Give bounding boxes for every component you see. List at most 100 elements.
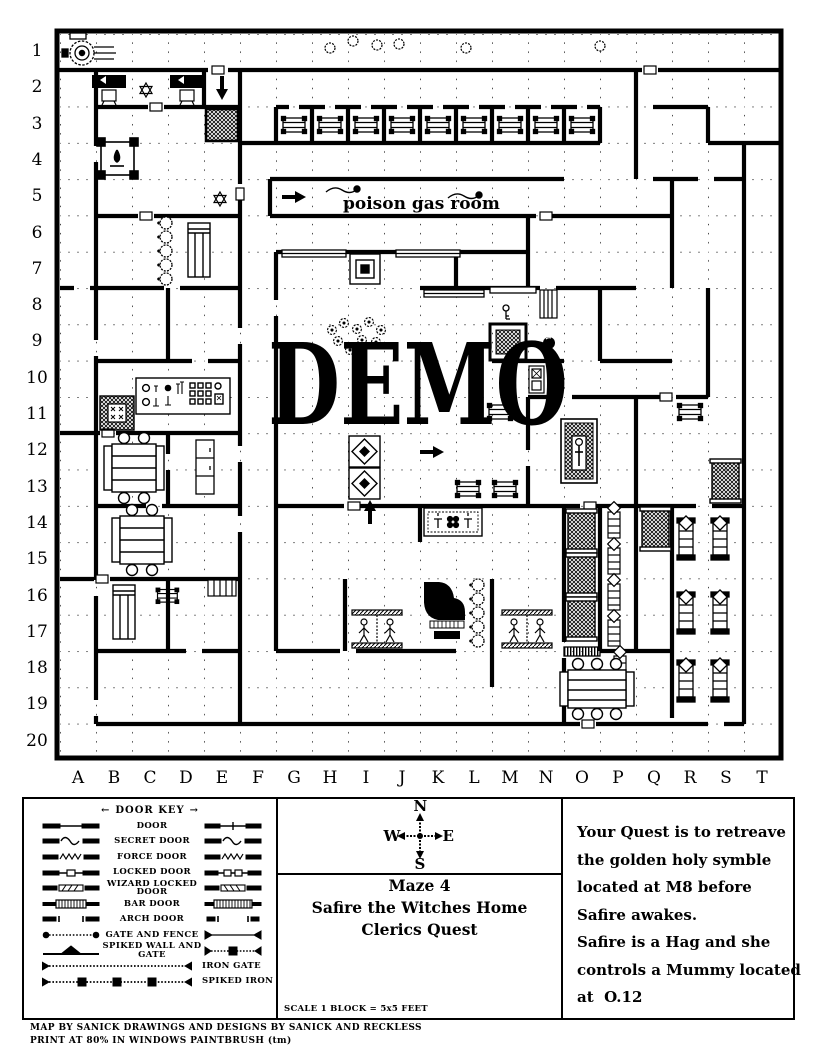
svg-text:18: 18	[26, 658, 48, 678]
banner-icons	[92, 75, 204, 106]
svg-text:D: D	[179, 768, 193, 788]
quest-panel: Your Quest is to retreave the golden hol…	[561, 797, 801, 1020]
svg-text:N: N	[539, 768, 554, 788]
big-table-chairs-icon	[559, 657, 635, 721]
stairs-block-icon	[204, 107, 240, 143]
svg-text:12: 12	[26, 440, 48, 460]
quest-line: at O.12	[577, 988, 643, 1006]
svg-text:13: 13	[26, 477, 48, 497]
quest-line: Your Quest is to retreave	[577, 823, 786, 841]
svg-text:11: 11	[26, 404, 48, 424]
quest-line: Safire awakes.	[577, 905, 698, 924]
svg-text:K: K	[432, 768, 445, 788]
svg-text:Q: Q	[647, 768, 661, 788]
scale-note: SCALE 1 BLOCK = 5x5 FEET	[284, 1004, 428, 1014]
force-door-symbol-v	[204, 852, 262, 861]
quest-line: Safire is a Hag and she	[577, 933, 771, 951]
arrow-right-icon: →	[189, 805, 200, 816]
orb-icon	[543, 337, 555, 349]
iron-gate-symbol	[42, 961, 192, 971]
svg-text:F: F	[252, 768, 264, 788]
spiked-iron-gate-symbol	[42, 977, 192, 987]
compass-section: N W E S	[278, 797, 561, 875]
quest-line: controls a Mummy located	[577, 960, 801, 979]
bed-icon	[187, 222, 211, 278]
hatched-altar-icon	[488, 322, 528, 362]
door-symbol-v	[204, 821, 262, 830]
map-title-line1: Maze 4	[388, 876, 451, 895]
force-door-symbol-h	[42, 852, 100, 861]
legend-item-bar-door: BAR DOOR	[24, 896, 276, 912]
legend-title: DOOR KEY	[115, 805, 185, 816]
secret-door-symbol-h	[42, 837, 100, 846]
legend-item-spiked-wall-and-gate: SPIKED WALL AND GATE	[24, 942, 276, 959]
svg-text:E: E	[216, 768, 228, 788]
legend-title-row: ← DOOR KEY →	[24, 805, 276, 816]
legend-item-wizard-locked-door: WIZARD LOCKED DOOR	[24, 879, 276, 896]
svg-text:S: S	[720, 768, 732, 788]
svg-text:P: P	[612, 768, 623, 788]
bar-door-symbol-h	[42, 899, 100, 909]
legend-item-force-door: FORCE DOOR	[24, 849, 276, 865]
walls	[55, 67, 781, 727]
altar-table-icon	[423, 507, 483, 537]
svg-text:2: 2	[32, 77, 43, 97]
compass-west: W	[383, 827, 401, 845]
legend-item-iron-gate: IRON GATE	[24, 958, 276, 974]
alchemy-bench-icon	[135, 377, 231, 415]
svg-text:C: C	[143, 768, 156, 788]
gate-n8-icon	[539, 289, 558, 319]
legend-item-spiked-iron-gate: SPIKED IRON GATE	[24, 974, 304, 990]
compass-cross-icon	[396, 813, 443, 859]
jail-cot-icons	[565, 508, 598, 642]
map-title-line3: Clerics Quest	[361, 920, 478, 939]
hatched-cot-icon	[639, 506, 672, 552]
credits: MAP BY SANICK DRAWINGS AND DESIGNS BY SA…	[30, 1022, 422, 1048]
svg-text:15: 15	[26, 549, 48, 569]
svg-text:7: 7	[32, 259, 43, 279]
svg-text:H: H	[323, 768, 338, 788]
title-panel: N W E S Maze 4 Safire the Witches Home C…	[276, 797, 563, 1020]
svg-text:8: 8	[32, 295, 43, 315]
hatched-cot-icon	[709, 458, 742, 504]
bar-door-icon	[563, 646, 601, 657]
svg-text:14: 14	[26, 513, 48, 533]
door-symbol-h	[42, 823, 100, 829]
svg-text:19: 19	[26, 694, 48, 714]
compass-south: S	[414, 855, 426, 873]
ornate-fountain-icon	[349, 253, 381, 285]
stairs-f16-icon	[207, 579, 237, 597]
gate-fence-symbol-h	[42, 931, 100, 939]
sarcophagus-mummy-icon	[560, 418, 598, 484]
fountain-icon	[96, 137, 139, 180]
svg-text:T: T	[756, 768, 768, 788]
cabinet-d12-icon	[195, 439, 215, 495]
legend-item-door: DOOR	[24, 818, 276, 834]
svg-text:J: J	[397, 768, 406, 788]
svg-text:5: 5	[32, 186, 43, 206]
secret-door-symbol-v	[204, 837, 262, 846]
quest-line: the golden holy symble	[577, 850, 772, 869]
cabinet-icon	[528, 365, 545, 394]
map-title-block: Maze 4 Safire the Witches Home Clerics Q…	[278, 875, 561, 941]
diamond-tile-icons	[348, 435, 381, 500]
svg-text:20: 20	[26, 731, 48, 751]
map-border	[54, 28, 784, 761]
svg-text:M: M	[501, 768, 518, 788]
bed-icon	[112, 584, 136, 640]
bar-door-symbol-v	[204, 899, 262, 909]
legend-item-locked-door: LOCKED DOOR	[24, 865, 276, 881]
locked-door-symbol-v	[204, 868, 262, 877]
quest-line: located at M8 before	[577, 878, 752, 896]
svg-text:G: G	[287, 768, 301, 788]
key-icon	[502, 304, 510, 320]
svg-text:I: I	[363, 768, 370, 788]
locked-door-symbol-h	[42, 868, 100, 877]
svg-text:R: R	[684, 768, 698, 788]
gas-snake-icons	[325, 185, 483, 200]
svg-text:O: O	[575, 768, 589, 788]
svg-text:9: 9	[32, 331, 43, 351]
door-markers	[95, 65, 673, 729]
